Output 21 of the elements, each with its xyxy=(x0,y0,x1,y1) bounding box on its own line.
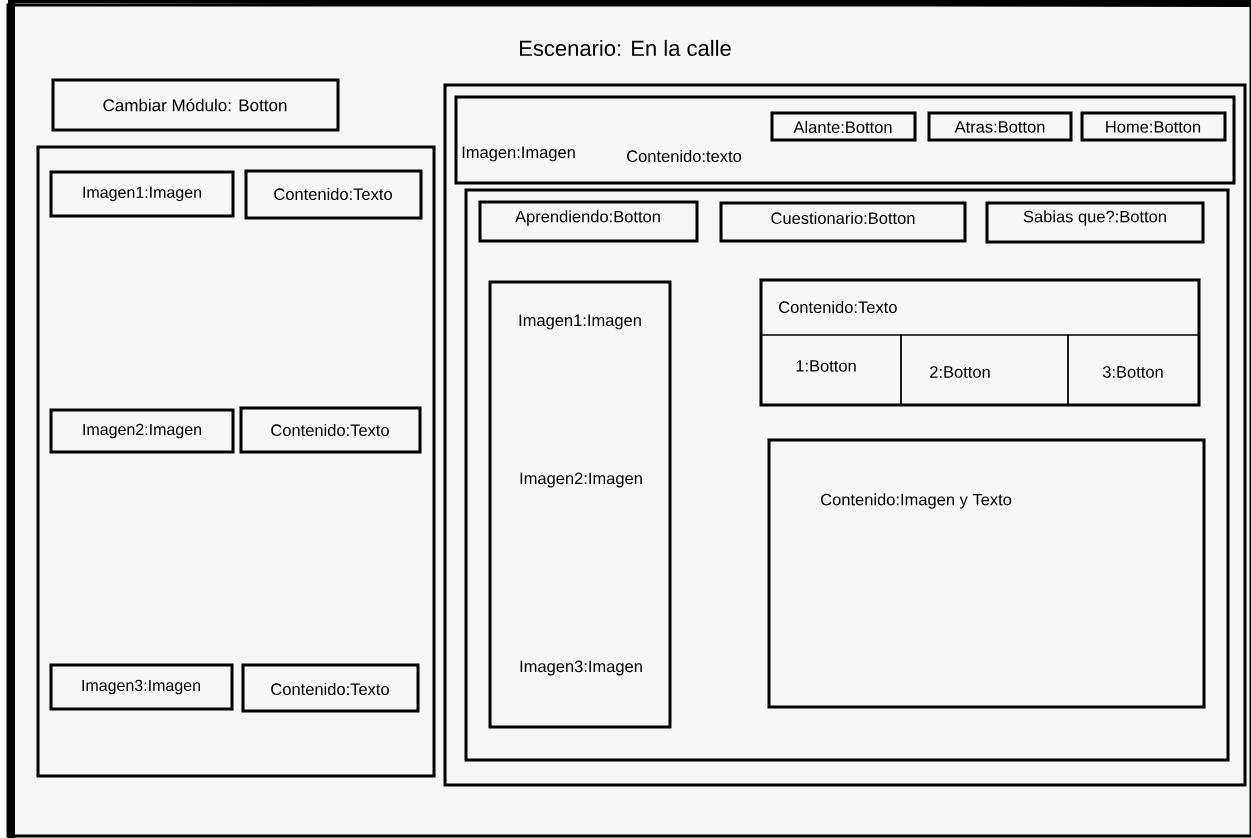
answer-button: 2:Botton xyxy=(900,334,1069,406)
content-panel xyxy=(464,188,1230,762)
image-field: Imagen2:Imagen xyxy=(49,408,235,454)
image-field: Imagen3:Imagen xyxy=(49,663,234,711)
text-box: Contenido:Texto xyxy=(244,169,423,220)
tab-button: Aprendiendo:Botton xyxy=(478,200,699,243)
button: Alante:Botton xyxy=(770,111,917,142)
tab-button: Cuestionario:Botton xyxy=(719,201,967,243)
button: Cambiar Módulo: Botton xyxy=(51,78,340,132)
tab-button: Sabias que?:Botton xyxy=(985,201,1205,244)
image-field: Imagen1:Imagen xyxy=(49,170,235,218)
main-panel xyxy=(443,83,1247,787)
button: Atras:Botton xyxy=(927,111,1073,142)
answer-button: 3:Botton xyxy=(1067,334,1200,406)
text-box: Contenido:Texto xyxy=(241,663,420,713)
image-column: Imagen1:Imagen Imagen2:Imagen Imagen3:Imagen xyxy=(488,280,672,729)
button: Home:Botton xyxy=(1080,111,1227,142)
answer-button: 1:Botton xyxy=(760,334,902,406)
text-box: Contenido:Texto xyxy=(239,406,422,454)
content-area: Contenido:Imagen y Texto xyxy=(767,438,1206,709)
side-panel xyxy=(36,145,436,778)
